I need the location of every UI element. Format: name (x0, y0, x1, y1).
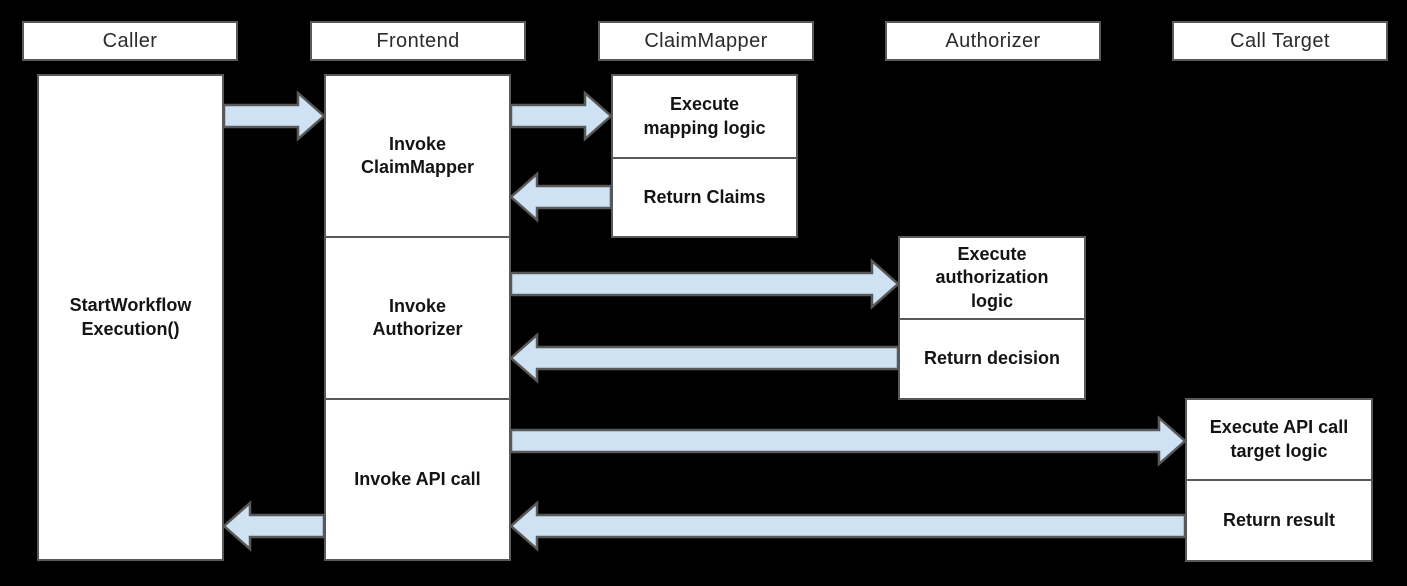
actor-header-call-target: Call Target (1172, 21, 1388, 61)
arrow-frontend-to-caller (222, 500, 326, 552)
step-authorizer-execute-authorization-logic: Execute authorization logic (898, 236, 1086, 320)
activation-caller-startworkflow-execution: StartWorkflow Execution() (37, 74, 224, 561)
actor-header-frontend: Frontend (310, 21, 526, 61)
step-frontend-invoke-api-call: Invoke API call (324, 398, 511, 561)
arrow-calltarget-to-frontend (509, 500, 1187, 552)
step-calltarget-return-result: Return result (1185, 479, 1373, 562)
step-calltarget-execute-api-call-target-logic: Execute API call target logic (1185, 398, 1373, 481)
step-frontend-invoke-claimmapper: Invoke ClaimMapper (324, 74, 511, 238)
arrow-frontend-to-authorizer (509, 258, 900, 310)
actor-header-caller: Caller (22, 21, 238, 61)
step-authorizer-return-decision: Return decision (898, 318, 1086, 400)
step-claimmapper-return-claims: Return Claims (611, 157, 798, 238)
arrow-frontend-to-claimmapper (509, 90, 613, 142)
actor-header-authorizer: Authorizer (885, 21, 1101, 61)
actor-header-claimmapper: ClaimMapper (598, 21, 814, 61)
step-frontend-invoke-authorizer: Invoke Authorizer (324, 236, 511, 400)
arrow-frontend-to-calltarget (509, 415, 1187, 467)
arrow-claimmapper-to-frontend (509, 171, 613, 223)
step-claimmapper-execute-mapping-logic: Execute mapping logic (611, 74, 798, 159)
arrow-caller-to-frontend (222, 90, 326, 142)
arrow-authorizer-to-frontend (509, 332, 900, 384)
